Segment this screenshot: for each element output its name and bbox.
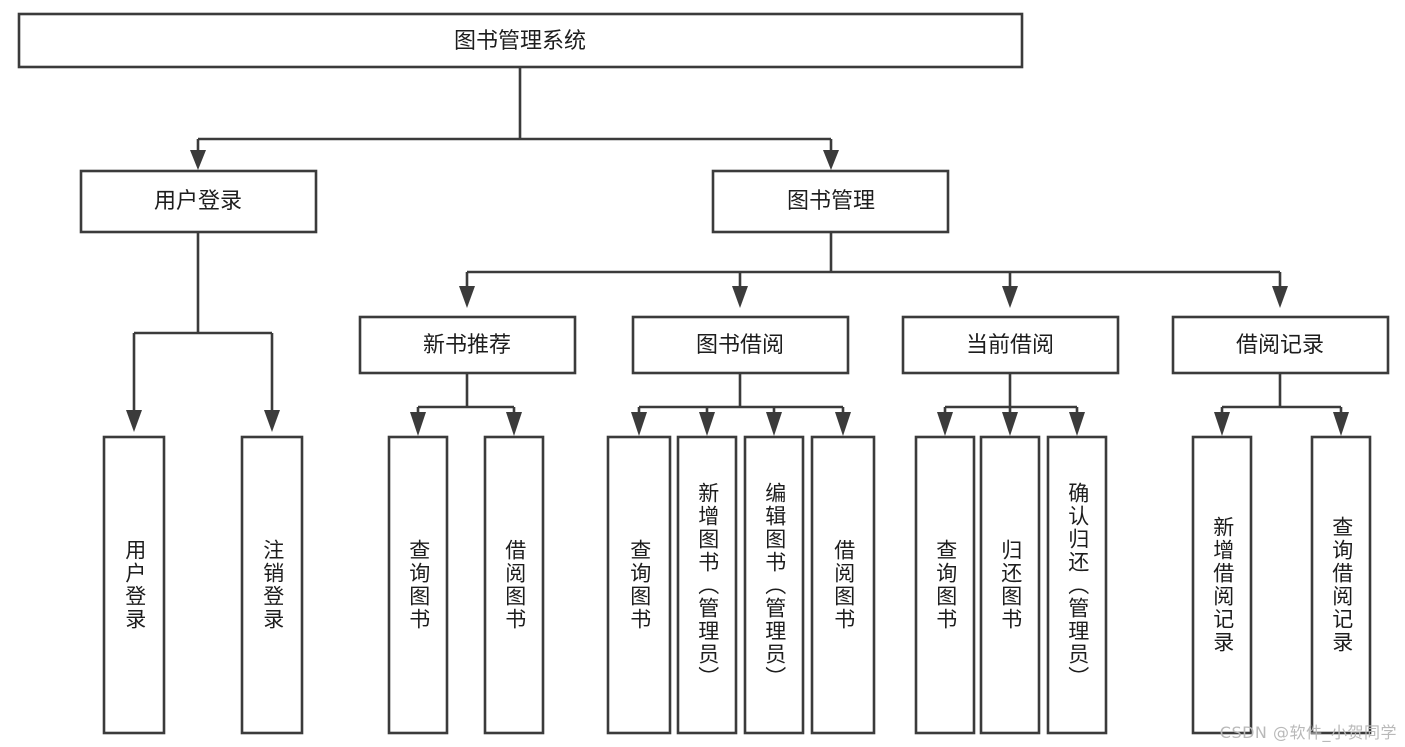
node-current-borrow[interactable]: 当前借阅 <box>901 315 1120 375</box>
arrowhead-book-mgmt <box>823 150 839 170</box>
new-book-recommend-box[interactable] <box>358 315 577 375</box>
leaf-box-cb-confirm-return[interactable] <box>1046 435 1108 735</box>
current-borrow-label: 当前借阅 <box>966 333 1054 358</box>
borrow-record-box[interactable] <box>1171 315 1390 375</box>
book-management-box[interactable] <box>711 169 950 234</box>
arrowhead-bb-leaf-4 <box>835 412 851 436</box>
root-label: 图书管理系统 <box>454 29 586 54</box>
csdn-watermark: CSDN @软件_小贺同学 <box>1219 723 1397 742</box>
node-new-book-recommend[interactable]: 新书推荐 <box>358 315 577 375</box>
current-borrow-box[interactable] <box>901 315 1120 375</box>
arrowhead-current-borrow <box>1002 286 1018 308</box>
node-root[interactable]: 图书管理系统 <box>17 12 1024 69</box>
arrowhead-br-leaf-1 <box>1214 412 1230 436</box>
book-borrow-box[interactable] <box>631 315 850 375</box>
arrowhead-cb-leaf-1 <box>937 412 953 436</box>
arrowhead-leaf-user-login <box>126 410 142 432</box>
borrow-record-label: 借阅记录 <box>1236 333 1324 358</box>
node-user-login[interactable]: 用户登录 <box>79 169 318 234</box>
arrowhead-new-book-recommend <box>459 286 475 308</box>
arrowhead-bb-leaf-1 <box>631 412 647 436</box>
leaf-box-user-login[interactable] <box>102 435 166 735</box>
leaf-box-nb-query-book[interactable] <box>387 435 449 735</box>
user-login-label: 用户登录 <box>154 189 242 214</box>
arrowhead-bb-leaf-2 <box>699 412 715 436</box>
arrowhead-leaf-logout <box>264 410 280 432</box>
leaf-box-bb-add-book[interactable] <box>676 435 738 735</box>
arrowhead-cb-leaf-2 <box>1002 412 1018 436</box>
leaf-box-cb-query-book[interactable] <box>914 435 976 735</box>
book-borrow-label: 图书借阅 <box>696 333 784 358</box>
leaf-box-br-add-record[interactable] <box>1191 435 1253 735</box>
arrowhead-borrow-record <box>1272 286 1288 308</box>
leaf-box-logout[interactable] <box>240 435 304 735</box>
arrowhead-br-leaf-2 <box>1333 412 1349 436</box>
new-book-recommend-label: 新书推荐 <box>423 333 511 358</box>
leaf-box-nb-borrow-book[interactable] <box>483 435 545 735</box>
leaf-box-bb-borrow-book[interactable] <box>810 435 876 735</box>
arrowhead-cb-leaf-3 <box>1069 412 1085 436</box>
arrowhead-bb-leaf-3 <box>766 412 782 436</box>
book-management-label: 图书管理 <box>787 189 875 214</box>
leaf-box-cb-return-book[interactable] <box>979 435 1041 735</box>
node-book-management[interactable]: 图书管理 <box>711 169 950 234</box>
arrowhead-nb-leaf-1 <box>410 412 426 436</box>
node-borrow-record[interactable]: 借阅记录 <box>1171 315 1390 375</box>
arrowhead-nb-leaf-2 <box>506 412 522 436</box>
leaf-box-bb-query-book[interactable] <box>606 435 672 735</box>
arrowhead-user-login <box>190 150 206 170</box>
leaf-box-bb-edit-book[interactable] <box>743 435 805 735</box>
arrowhead-book-borrow <box>732 286 748 308</box>
leaf-box-br-query-record[interactable] <box>1310 435 1372 735</box>
node-book-borrow[interactable]: 图书借阅 <box>631 315 850 375</box>
root-box[interactable] <box>17 12 1024 69</box>
